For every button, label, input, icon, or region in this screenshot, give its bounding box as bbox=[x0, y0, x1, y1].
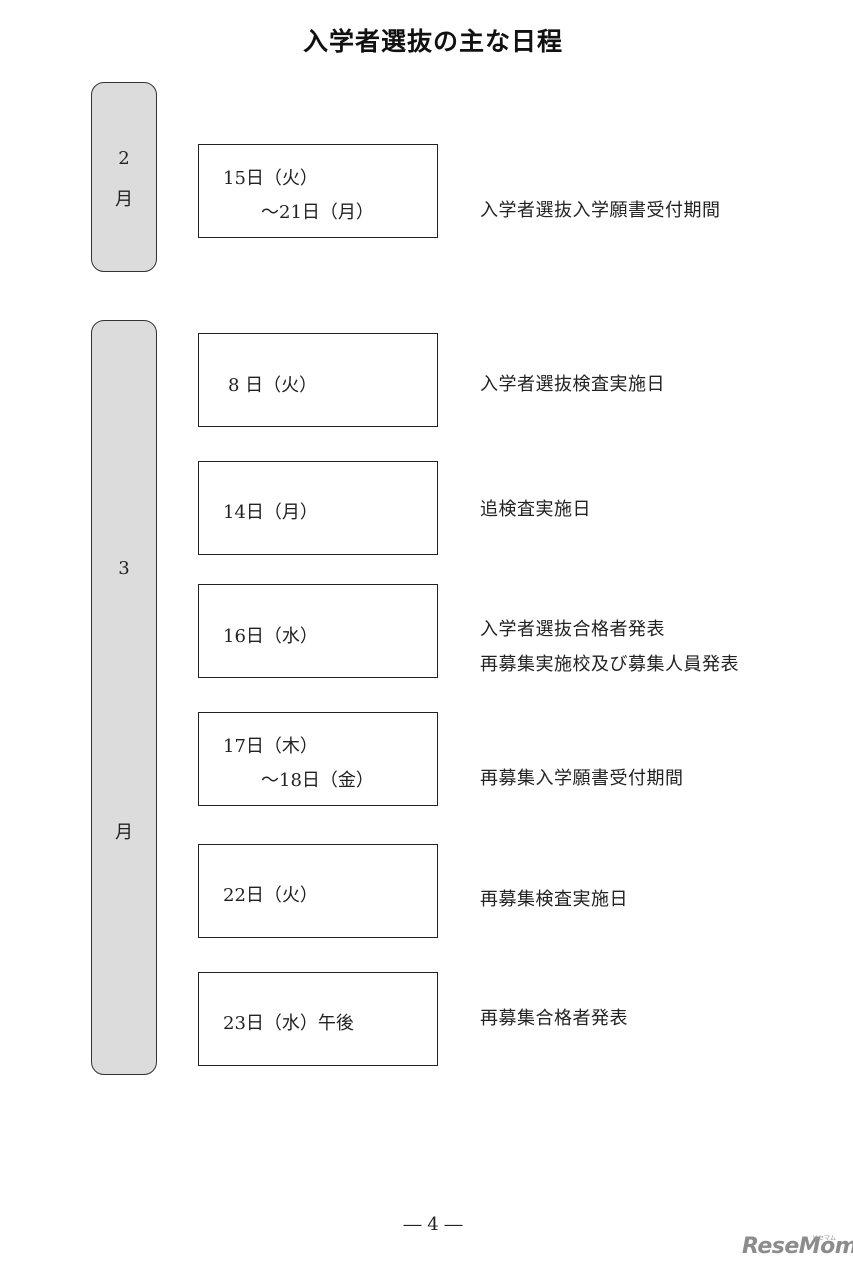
page-number: ― 4 ― bbox=[403, 1214, 463, 1235]
schedule-date-start: 15日（火） bbox=[223, 168, 318, 189]
schedule-event: 追検査実施日 bbox=[480, 499, 591, 520]
schedule-date-box: 14日（月） bbox=[198, 461, 438, 555]
schedule-date-end: ～18日（金） bbox=[261, 770, 374, 791]
month-label-march: 3 月 bbox=[91, 320, 157, 1075]
schedule-event: 再募集合格者発表 bbox=[480, 1008, 628, 1029]
month-unit: 月 bbox=[115, 189, 133, 210]
schedule-date-start: 14日（月） bbox=[223, 502, 318, 523]
schedule-date-start: 22日（火） bbox=[223, 885, 318, 906]
schedule-event: 再募集検査実施日 bbox=[480, 889, 628, 910]
schedule-event-secondary: 再募集実施校及び募集人員発表 bbox=[480, 654, 739, 675]
month-label-february: 2 月 bbox=[91, 82, 157, 272]
schedule-event: 入学者選抜検査実施日 bbox=[480, 374, 665, 395]
schedule-date-end: ～21日（月） bbox=[261, 202, 374, 223]
schedule-date-box: 15日（火） ～21日（月） bbox=[198, 144, 438, 238]
schedule-event: 再募集入学願書受付期間 bbox=[480, 768, 684, 789]
schedule-date-start: 8 日（火） bbox=[228, 375, 318, 396]
schedule-date-box: 23日（水）午後 bbox=[198, 972, 438, 1066]
schedule-date-box: 8 日（火） bbox=[198, 333, 438, 427]
month-number: 2 bbox=[118, 148, 130, 169]
schedule-date-start: 17日（木） bbox=[223, 736, 318, 757]
schedule-event: 入学者選抜合格者発表 bbox=[480, 619, 665, 640]
schedule-date-box: 22日（火） bbox=[198, 844, 438, 938]
resemom-logo: ReseMom bbox=[742, 1234, 853, 1259]
page-title: 入学者選抜の主な日程 bbox=[302, 27, 563, 56]
month-number: 3 bbox=[118, 558, 130, 579]
month-unit: 月 bbox=[115, 822, 133, 843]
schedule-date-start: 16日（水） bbox=[223, 626, 318, 647]
schedule-date-box: 17日（木） ～18日（金） bbox=[198, 712, 438, 806]
schedule-event: 入学者選抜入学願書受付期間 bbox=[480, 200, 721, 221]
schedule-date-box: 16日（水） bbox=[198, 584, 438, 678]
resemom-logo-reading: リセマム bbox=[812, 1235, 837, 1242]
schedule-date-start: 23日（水）午後 bbox=[223, 1013, 354, 1034]
